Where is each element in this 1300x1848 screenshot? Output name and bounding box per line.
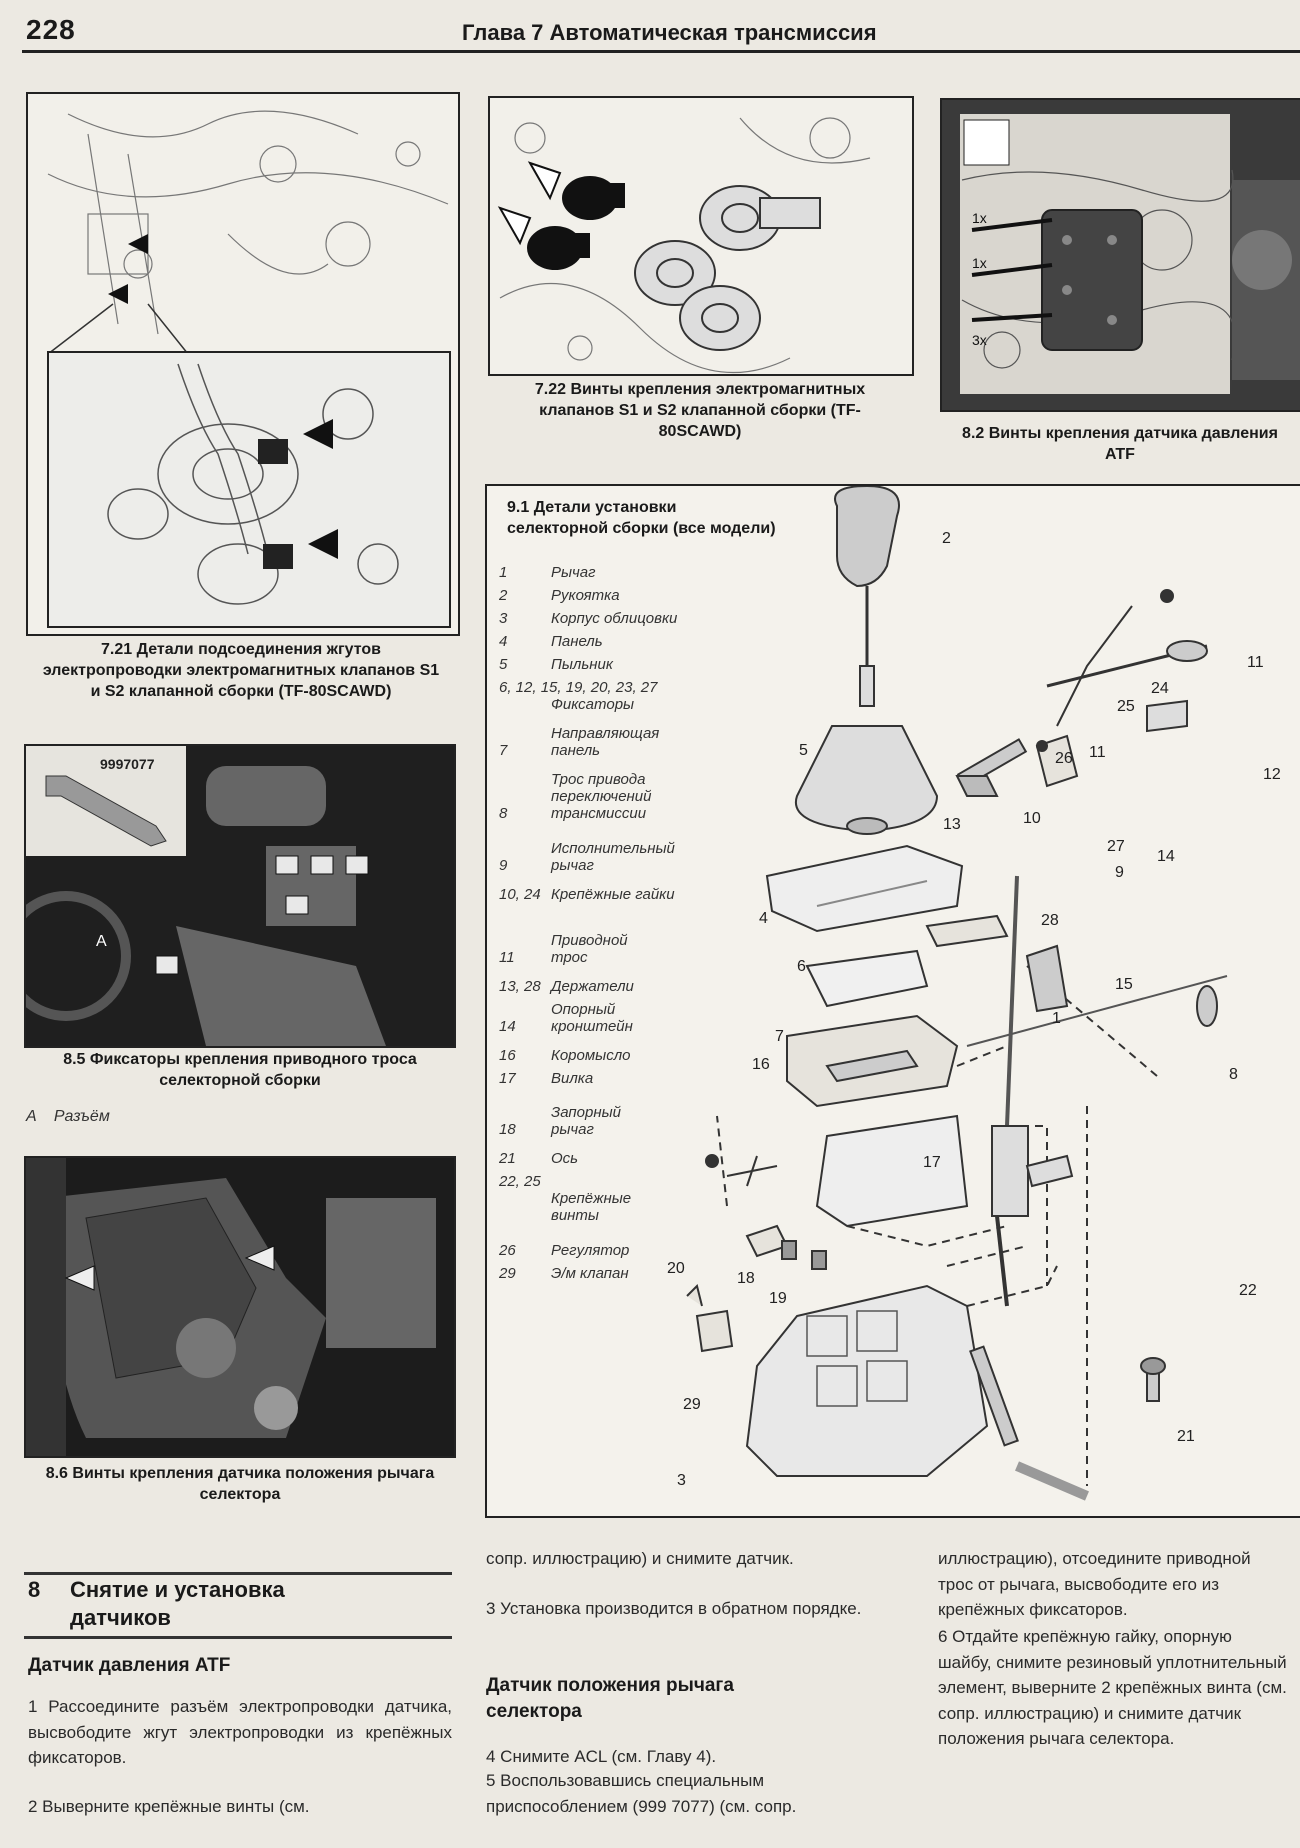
- callout-4: 4: [759, 910, 768, 927]
- callout-10: 10: [1023, 810, 1041, 827]
- callout-17: 17: [923, 1154, 941, 1171]
- figure-7-22: [488, 96, 914, 376]
- count-label-2: 1x: [972, 255, 987, 271]
- callout-21: 21: [1177, 1428, 1195, 1445]
- chapter-title: Глава 7 Автоматическая трансмиссия: [462, 20, 877, 45]
- count-label-3: 3x: [972, 332, 987, 348]
- callout-28: 28: [1041, 912, 1059, 929]
- col2-paragraph-2: 3 Установка производится в обратном поря…: [486, 1599, 862, 1618]
- callout-11a: 11: [1247, 654, 1264, 671]
- callout-11b: 11: [1089, 744, 1106, 761]
- legend-item: 18Запорный рычаг: [499, 1104, 621, 1138]
- callout-12: 12: [1263, 766, 1281, 783]
- tool-label: 9997077: [100, 756, 155, 772]
- caption-7-22: 7.22 Винты крепления электромагнитных кл…: [534, 381, 866, 440]
- legend-item: 11Приводной трос: [499, 932, 628, 966]
- callout-27: 27: [1107, 838, 1125, 855]
- callout-6: 6: [797, 958, 806, 975]
- callout-3: 3: [677, 1472, 686, 1489]
- section-rule-bottom: [24, 1636, 452, 1639]
- legend-item: 7Направляющая панель: [499, 725, 660, 759]
- callout-1: 1: [1052, 1010, 1061, 1027]
- callout-19: 19: [769, 1290, 787, 1307]
- count-label-1: 1x: [972, 210, 987, 226]
- figure-9-1-drawing: [686, 486, 1228, 1501]
- subheading-atf-sensor: Датчик давления ATF: [28, 1655, 231, 1676]
- callout-20: 20: [667, 1260, 685, 1277]
- figure-8-5-drawing: A: [26, 746, 454, 1046]
- subheading-selector-sensor-1: Датчик положения рычага: [486, 1675, 734, 1696]
- section-title-line2: датчиков: [70, 1605, 171, 1630]
- col2-paragraph-1: сопр. иллюстрацию) и снимите датчик.: [486, 1549, 794, 1568]
- callout-16: 16: [752, 1056, 770, 1073]
- caption-7-21: 7.21 Детали подсоединения жгутов электро…: [42, 641, 440, 700]
- section-rule-top: [24, 1572, 452, 1575]
- legend-item: 8Трос привода переключений трансмиссии: [499, 771, 652, 822]
- callout-29: 29: [683, 1396, 701, 1413]
- col3-paragraph-1: иллюстрацию), отсоедините приводной трос…: [938, 1549, 1251, 1619]
- page-number: 228: [26, 14, 76, 45]
- figure-8-2-drawing: [942, 100, 1300, 410]
- section-number: 8: [28, 1577, 41, 1602]
- callout-8: 8: [1229, 1066, 1238, 1083]
- callout-15: 15: [1115, 976, 1133, 993]
- legend-item: 9Исполнительный рычаг: [499, 840, 675, 874]
- callout-13: 13: [943, 816, 961, 833]
- figure-9-1: 9.1 Детали установки селекторной сборки …: [485, 484, 1300, 1518]
- col2-paragraph-4: 5 Воспользовавшись специальным приспособ…: [486, 1771, 797, 1816]
- figure-7-21: [26, 92, 460, 636]
- subheading-selector-sensor-2: селектора: [486, 1701, 582, 1722]
- figure-8-6-drawing: [26, 1158, 454, 1456]
- callout-2: 2: [942, 530, 951, 547]
- callout-14: 14: [1157, 848, 1175, 865]
- paragraph-1: 1 Рассоедините разъём электропроводки да…: [28, 1697, 452, 1767]
- col2-paragraph-3: 4 Снимите ACL (см. Главу 4).: [486, 1747, 717, 1766]
- legend-a: A Разъём: [26, 1108, 110, 1125]
- col3-paragraph-2: 6 Отдайте крепёжную гайку, опорную шайбу…: [938, 1627, 1287, 1748]
- callout-9: 9: [1115, 864, 1124, 881]
- callout-26: 26: [1055, 750, 1073, 767]
- caption-8-2: 8.2 Винты крепления датчика давления ATF: [962, 425, 1278, 463]
- figure-8-6: [24, 1156, 456, 1458]
- callout-7: 7: [775, 1028, 784, 1045]
- callout-22: 22: [1239, 1282, 1257, 1299]
- figure-7-21-drawing: [28, 94, 458, 634]
- svg-text:A: A: [96, 933, 107, 950]
- header-rule: [22, 50, 1300, 53]
- caption-8-6: 8.6 Винты крепления датчика положения ры…: [45, 1465, 435, 1503]
- caption-9-1: 9.1 Детали установки селекторной сборки …: [507, 499, 776, 537]
- callout-24: 24: [1151, 680, 1169, 697]
- figure-7-22-drawing: [490, 98, 912, 374]
- section-title-line1: Снятие и установка: [70, 1577, 285, 1602]
- legend-item: 14Опорный кронштейн: [499, 1001, 633, 1035]
- figure-8-5: A 9997077: [24, 744, 456, 1048]
- figure-8-2: 1x 1x 3x: [940, 98, 1300, 412]
- callout-18: 18: [737, 1270, 755, 1287]
- paragraph-2: 2 Выверните крепёжные винты (см.: [28, 1797, 310, 1816]
- caption-8-5: 8.5 Фиксаторы крепления приводного троса…: [63, 1051, 417, 1089]
- callout-25: 25: [1117, 698, 1135, 715]
- callout-5: 5: [799, 742, 808, 759]
